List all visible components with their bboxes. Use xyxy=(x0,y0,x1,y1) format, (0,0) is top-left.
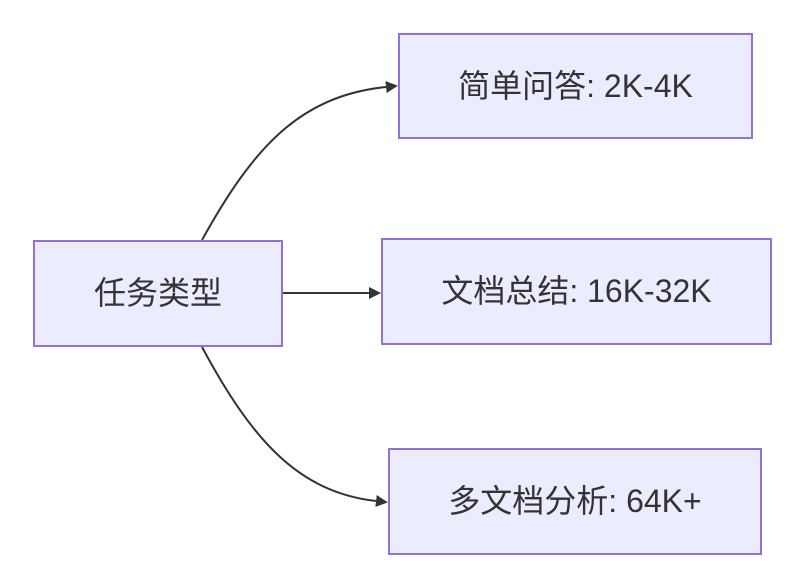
arrow-root-to-branch-2 xyxy=(201,346,388,507)
arrow-root-to-branch-0 xyxy=(201,81,398,241)
node-doc-summary-label: 文档总结: 16K-32K xyxy=(441,273,712,310)
node-simple-qa-label: 简单问答: 2K-4K xyxy=(458,67,693,104)
node-doc-summary: 文档总结: 16K-32K xyxy=(381,238,772,345)
node-multi-doc-analysis: 多文档分析: 64K+ xyxy=(388,448,762,555)
node-task-type-label: 任务类型 xyxy=(93,275,222,312)
node-task-type: 任务类型 xyxy=(33,240,283,347)
node-simple-qa: 简单问答: 2K-4K xyxy=(398,33,753,139)
node-multi-doc-analysis-label: 多文档分析: 64K+ xyxy=(448,483,702,520)
